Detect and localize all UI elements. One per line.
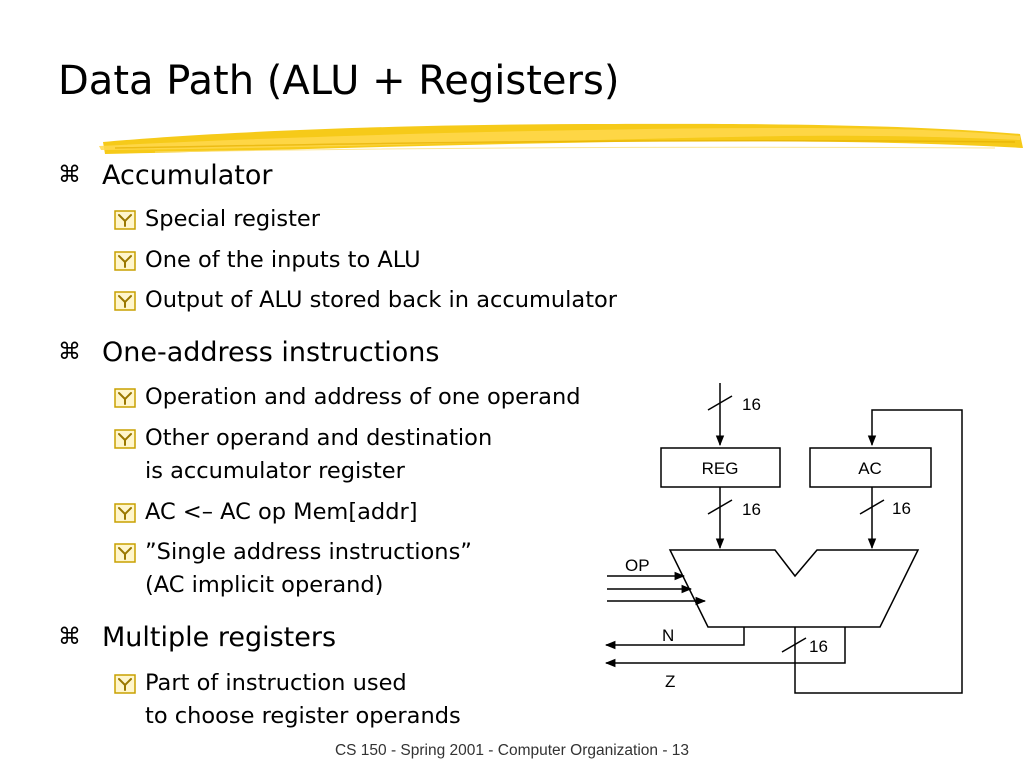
z-bullet-icon: ⌘ [58,624,81,650]
sub-bullet-continuation: to choose register operands [145,703,461,729]
sub-bullet: AC <– AC op Mem[addr] [145,499,418,525]
bus-width-tick [707,499,733,515]
sub-bullet: ”Single address instructions” [145,539,472,565]
z-bullet-icon: ⌘ [58,339,81,365]
bullet-one-address-instructions: ⌘ One-address instructions [58,337,440,368]
sub-bullet-continuation: is accumulator register [145,458,405,484]
bus-width-tick [781,637,807,653]
bus-width-label: 16 [809,637,828,656]
slide-title: Data Path (ALU + Registers) [58,58,620,104]
bus-width-tick [859,499,885,515]
z-bullet-icon: ⌘ [58,162,81,188]
sub-bullet: One of the inputs to ALU [145,247,421,273]
datapath-diagram: REG AC 16 16 16 16 OP N Z [604,383,963,694]
sub-bullet-continuation: (AC implicit operand) [145,572,384,598]
sub-bullet: Part of instruction used [145,670,407,696]
slide-footer: CS 150 - Spring 2001 - Computer Organiza… [334,742,690,759]
sub-bullet: Operation and address of one operand [145,384,581,410]
bus-width-label: 16 [742,500,761,519]
op-label: OP [625,556,650,575]
checkbox-y-icon [114,503,136,523]
bullet-multiple-registers: ⌘ Multiple registers [58,622,337,653]
checkbox-y-icon [114,388,136,408]
checkbox-y-icon [114,210,136,230]
reg-label: REG [702,459,739,478]
checkbox-y-icon [114,543,136,563]
reg-box [660,447,781,488]
checkbox-y-icon [114,429,136,449]
checkbox-y-icon [114,674,136,694]
alu-shape [668,549,920,628]
bus-width-label: 16 [742,395,761,414]
n-label: N [662,626,674,645]
sub-bullet: Special register [145,206,320,232]
z-label: Z [665,672,675,691]
bullet-accumulator: ⌘ Accumulator [58,160,273,191]
sub-bullet: Output of ALU stored back in accumulator [145,287,617,313]
ac-box [809,447,932,488]
alu-output-bus [794,409,963,694]
alu-output-box [795,627,846,664]
sub-bullet: Other operand and destination [145,425,492,451]
ac-label: AC [858,459,882,478]
highlight-stroke [99,123,1023,154]
n-flag-output [604,627,745,650]
checkbox-y-icon [114,291,136,311]
bus-width-tick [707,395,733,411]
checkbox-y-icon [114,251,136,271]
bus-width-label: 16 [892,499,911,518]
